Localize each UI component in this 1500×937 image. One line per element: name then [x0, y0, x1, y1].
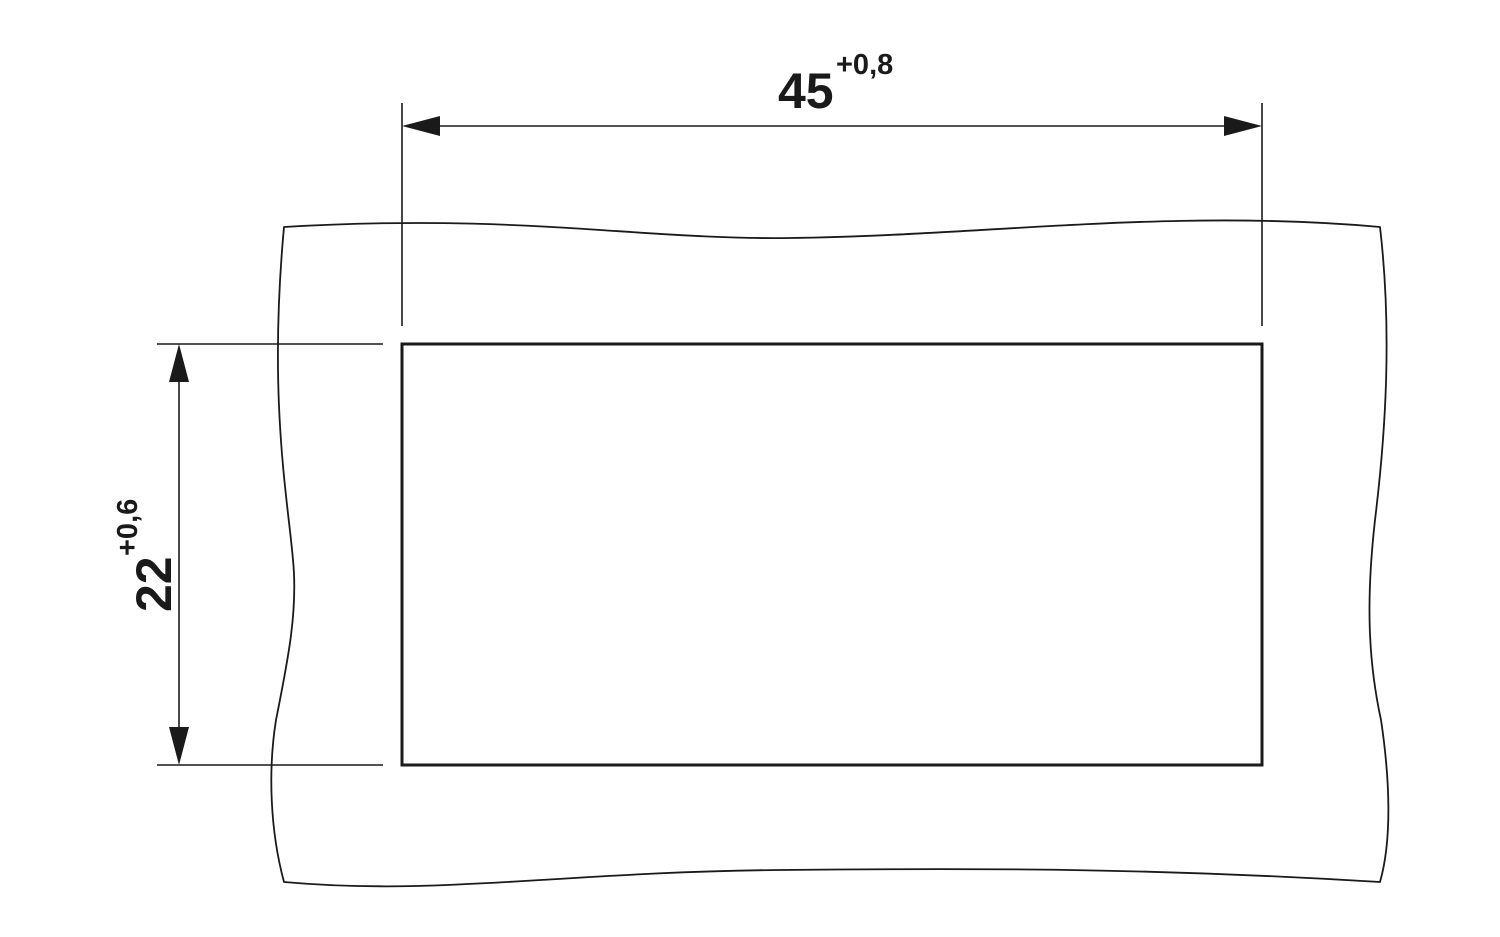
width-tolerance: +0,8 [836, 49, 893, 81]
height-arrow-top [169, 344, 189, 382]
width-value: 45 [778, 63, 834, 119]
cutout-rectangle [400, 342, 1264, 767]
width-dimension-label: 45 +0,8 [778, 49, 893, 119]
width-arrow-right [1224, 116, 1262, 136]
height-arrow-bottom [169, 727, 189, 765]
height-dimension-label: 22 +0,6 [112, 499, 182, 612]
height-tolerance: +0,6 [112, 499, 144, 556]
height-value: 22 [126, 556, 182, 612]
width-arrow-left [402, 116, 440, 136]
panel-outline [270, 219, 1390, 888]
